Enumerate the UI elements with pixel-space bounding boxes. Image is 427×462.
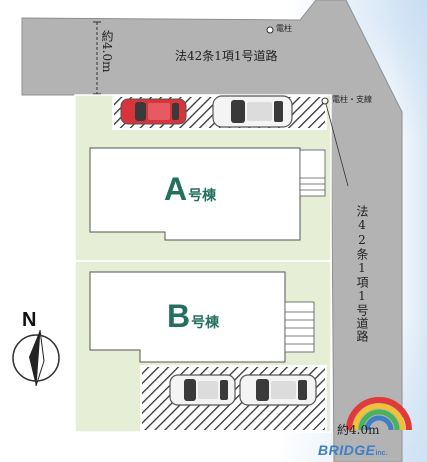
car-white-icon	[239, 374, 317, 406]
utility-pole-top-label: 電柱	[276, 24, 292, 33]
guy-wire	[325, 103, 349, 187]
building-a-label: A号棟	[164, 173, 216, 205]
utility-pole-right-icon	[321, 97, 329, 105]
road-width-dimension-top	[93, 21, 101, 95]
building-b-suffix: 号棟	[191, 315, 220, 331]
stairs-a-icon	[299, 149, 326, 197]
building-b-letter: B	[167, 298, 191, 334]
building-a	[89, 147, 301, 241]
logo-rainbow-icon	[346, 397, 412, 431]
logo-name: BRIDGE	[318, 442, 376, 458]
building-a-suffix: 号棟	[188, 188, 217, 204]
stairs-b-icon	[284, 301, 315, 353]
utility-pole-top-icon	[266, 26, 274, 34]
logo-suffix: inc.	[375, 450, 388, 457]
right-road-label: 法42条1項1号道路	[355, 205, 369, 343]
utility-pole-right-label: 電柱・支線	[332, 95, 372, 104]
company-logo: BRIDGEinc.	[318, 442, 388, 458]
north-label: N	[22, 309, 37, 331]
building-b	[89, 271, 286, 363]
car-white-icon	[212, 95, 293, 128]
north-arrow-icon	[12, 329, 60, 387]
building-a-letter: A	[164, 171, 188, 207]
right-road-width: 約4.0m	[337, 423, 380, 437]
car-red-icon	[120, 98, 187, 125]
top-road-label: 法42条1項1号道路	[175, 49, 278, 63]
car-white-icon	[169, 374, 236, 406]
top-road-width: 約4.0m	[100, 30, 114, 73]
building-b-label: B号棟	[167, 300, 219, 332]
